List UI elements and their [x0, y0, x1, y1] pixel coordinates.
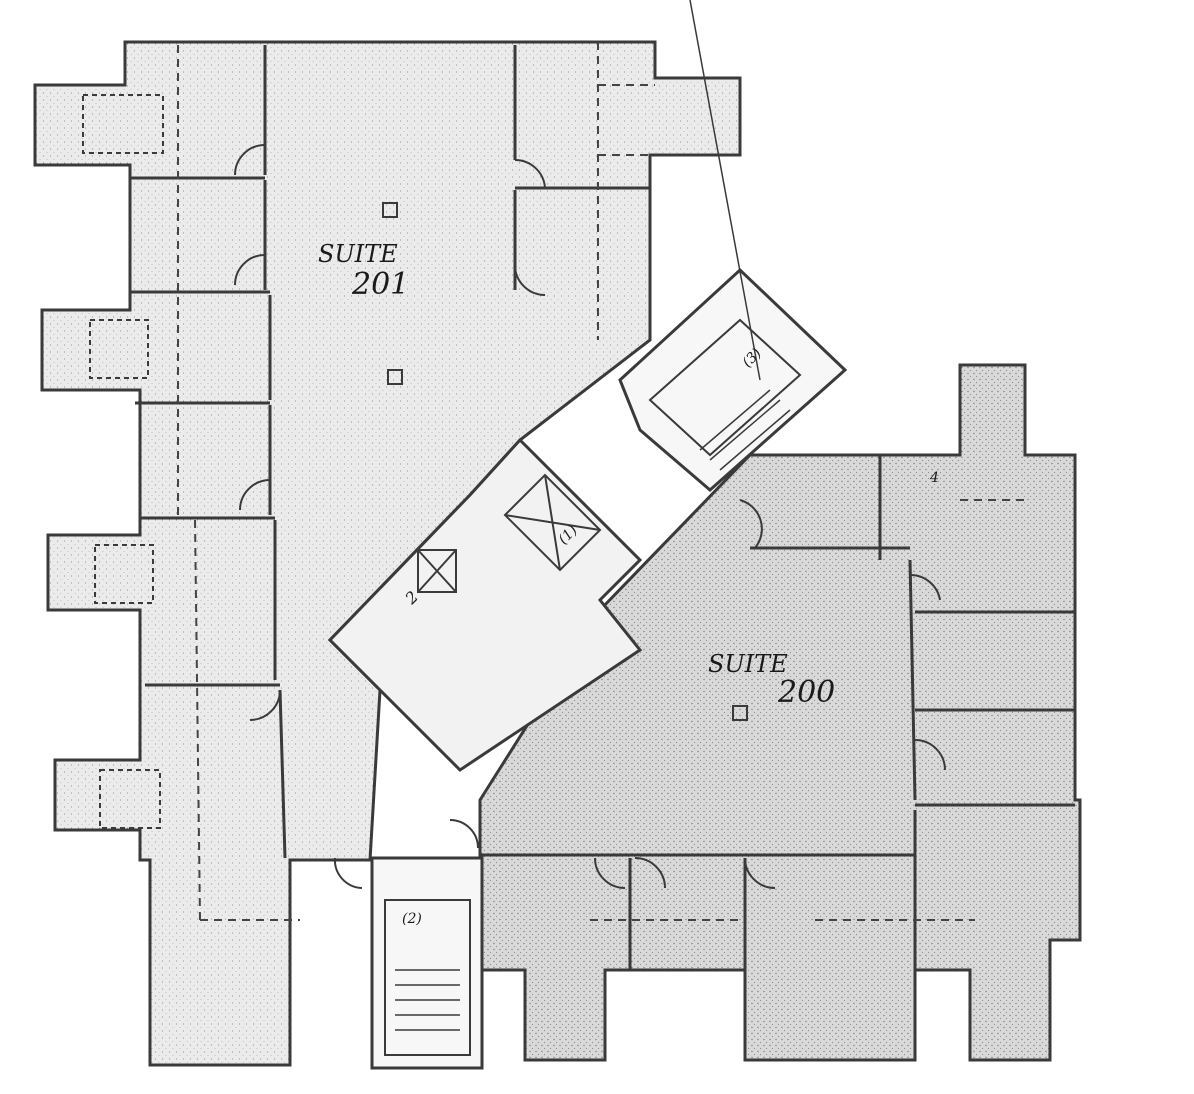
door-swings [234, 144, 946, 889]
suite-200-label: SUITE 200 [708, 650, 835, 710]
ceiling-markers [382, 202, 748, 721]
stair-tower-diagonal [618, 0, 848, 492]
stair-mark-2: (2) [402, 911, 422, 927]
suite-200-number: 200 [777, 675, 835, 710]
suite-201-wing [33, 40, 742, 1067]
suite-201-title: SUITE [318, 240, 398, 268]
suite-200-title: SUITE [708, 650, 788, 678]
suite-201-number: 201 [351, 267, 409, 302]
stair-bottom [370, 856, 484, 1070]
office-partitions-left [130, 45, 650, 859]
closet-boxes [82, 94, 164, 829]
elevator-box [417, 473, 602, 593]
suite-201-label: SUITE 201 [318, 240, 409, 302]
lease-lines [177, 42, 1025, 921]
office-partitions-right [480, 455, 1075, 970]
core-block [327, 437, 643, 772]
suite-200-wing [478, 363, 1082, 1062]
corner-mark: 4 [929, 470, 939, 486]
